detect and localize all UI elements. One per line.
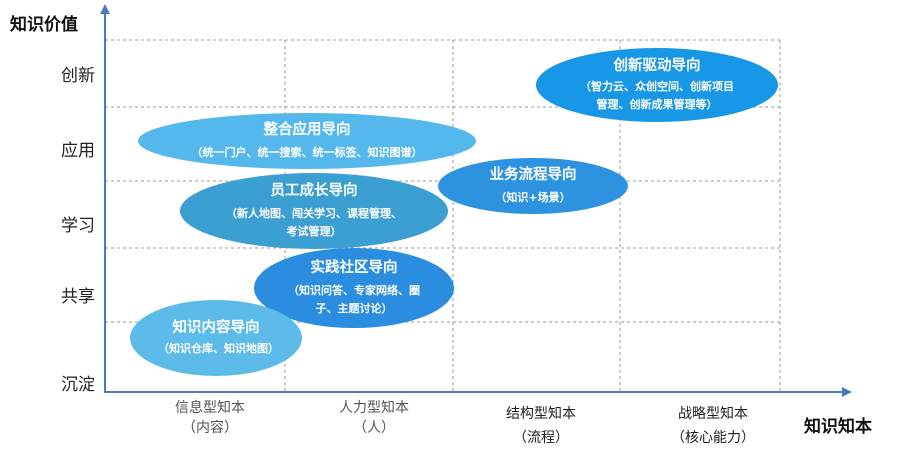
x-axis-arrow <box>842 387 852 397</box>
bubble-innovation-driven: 创新驱动导向 （智力云、众创空间、创新项目管理、创新成果管理等） <box>536 48 778 122</box>
bubble-employee-growth: 员工成长导向 （新人地图、闯关学习、课程管理、考试管理） <box>180 173 448 249</box>
bubble-knowledge-content: 知识内容导向 （知识仓库、知识地图） <box>130 300 302 376</box>
bubble-desc: （知识仓库、知识地图） <box>158 342 279 355</box>
bubble-title: 员工成长导向 <box>270 183 358 199</box>
x-category-information: 信息型知本 （内容） <box>135 398 285 438</box>
x-category-sub: （核心能力） <box>671 430 755 446</box>
x-category-structural: 结构型知本 （流程） <box>466 402 616 450</box>
y-level-sharing: 共享 <box>61 287 95 307</box>
y-axis-title: 知识价值 <box>10 15 78 35</box>
bubble-title: 业务流程导向 <box>489 167 577 183</box>
x-category-sub: （流程） <box>513 430 569 446</box>
bubble-desc: （统一门户、统一搜索、统一标签、知识图谱） <box>191 146 423 159</box>
bubble-title: 整合应用导向 <box>263 122 351 138</box>
x-category-label: 信息型知本 <box>175 400 245 416</box>
bubble-title: 知识内容导向 <box>172 320 260 336</box>
y-level-application: 应用 <box>61 141 95 161</box>
bubble-desc: （智力云、众创空间、创新项目管理、创新成果管理等） <box>580 80 734 111</box>
x-category-label: 战略型知本 <box>678 406 748 422</box>
y-axis-arrow <box>100 4 110 14</box>
x-category-sub: （人） <box>353 420 395 436</box>
y-level-learning: 学习 <box>61 216 95 236</box>
bubble-desc: （知识+场景） <box>495 191 571 204</box>
x-category-label: 人力型知本 <box>339 400 409 416</box>
bubble-integration-application: 整合应用导向 （统一门户、统一搜索、统一标签、知识图谱） <box>138 113 476 169</box>
bubble-business-process: 业务流程导向 （知识+场景） <box>438 158 628 214</box>
x-axis-title: 知识知本 <box>804 417 872 437</box>
x-category-label: 结构型知本 <box>506 406 576 422</box>
bubble-title: 实践社区导向 <box>310 260 398 276</box>
bubble-desc: （知识问答、专家网络、圈子、主题讨论） <box>288 284 420 315</box>
x-category-sub: （内容） <box>182 420 238 436</box>
bubble-community-practice: 实践社区导向 （知识问答、专家网络、圈子、主题讨论） <box>254 248 454 328</box>
bubble-desc: （新人地图、闯关学习、课程管理、考试管理） <box>226 207 402 238</box>
x-category-strategic: 战略型知本 （核心能力） <box>638 402 788 450</box>
y-level-accumulation: 沉淀 <box>61 375 95 395</box>
bubble-title: 创新驱动导向 <box>613 58 701 74</box>
x-category-human: 人力型知本 （人） <box>299 398 449 438</box>
y-level-innovation: 创新 <box>61 66 95 86</box>
